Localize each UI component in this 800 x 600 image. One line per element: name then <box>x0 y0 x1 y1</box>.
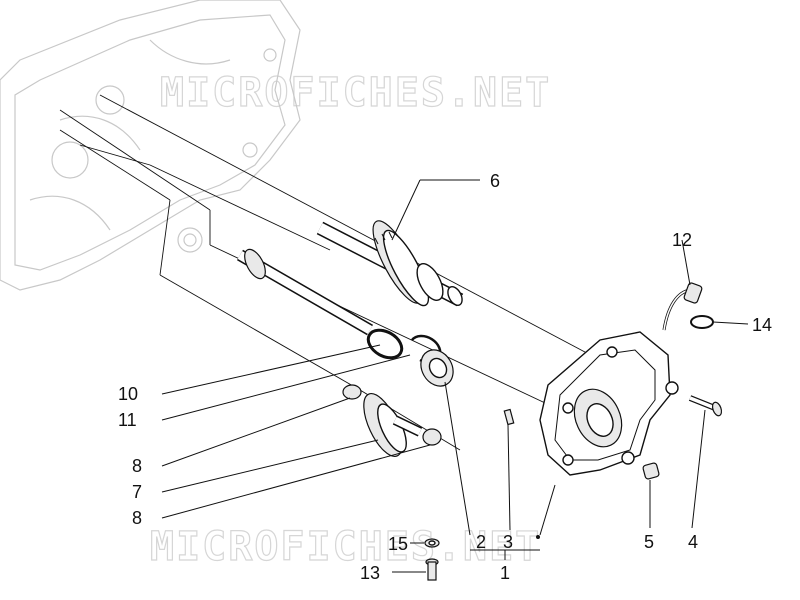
callout-14: 14 <box>752 315 772 335</box>
callout-8-lower: 8 <box>132 508 142 528</box>
bolt-part-4 <box>688 395 723 417</box>
callout-1: 1 <box>500 563 510 583</box>
bushing-part-5 <box>642 462 660 480</box>
watermark-bottom: MICROFICHES.NET <box>150 524 541 570</box>
screw-part-13 <box>425 558 439 581</box>
intermediate-shaft <box>237 248 373 336</box>
bushing-part-8-upper <box>342 384 362 400</box>
callout-15: 15 <box>388 534 408 554</box>
washer-part-15 <box>424 538 440 548</box>
transmission-cover-part-1 <box>539 331 679 476</box>
callout-12: 12 <box>672 230 692 250</box>
callout-6: 6 <box>490 171 500 191</box>
bearing-part-2 <box>420 349 454 387</box>
gear-shaft-part-6 <box>316 220 464 307</box>
callout-numbers: 6 12 14 10 11 8 7 8 2 3 5 4 1 15 13 <box>118 171 772 583</box>
callout-11: 11 <box>118 410 137 430</box>
watermark-top: MICROFICHES.NET <box>160 70 551 116</box>
callout-2: 2 <box>476 532 486 552</box>
callout-leader-lines <box>161 179 749 573</box>
dowel-pin-part-3 <box>503 408 515 426</box>
callout-7: 7 <box>132 482 142 502</box>
o-ring-part-10 <box>366 328 404 360</box>
callout-3: 3 <box>503 532 513 552</box>
gear-part-7 <box>363 393 423 457</box>
breather-hose-part-12 <box>662 282 703 331</box>
callout-4: 4 <box>688 532 698 552</box>
callout-10: 10 <box>118 384 138 404</box>
assembly-axes <box>59 94 601 451</box>
callout-5: 5 <box>644 532 654 552</box>
crankcase-ghost-outline <box>0 0 301 291</box>
hose-clamp-part-14 <box>690 315 714 329</box>
bushing-part-8-lower <box>422 428 442 446</box>
callout-13: 13 <box>360 563 380 583</box>
callout-8-upper: 8 <box>132 456 142 476</box>
